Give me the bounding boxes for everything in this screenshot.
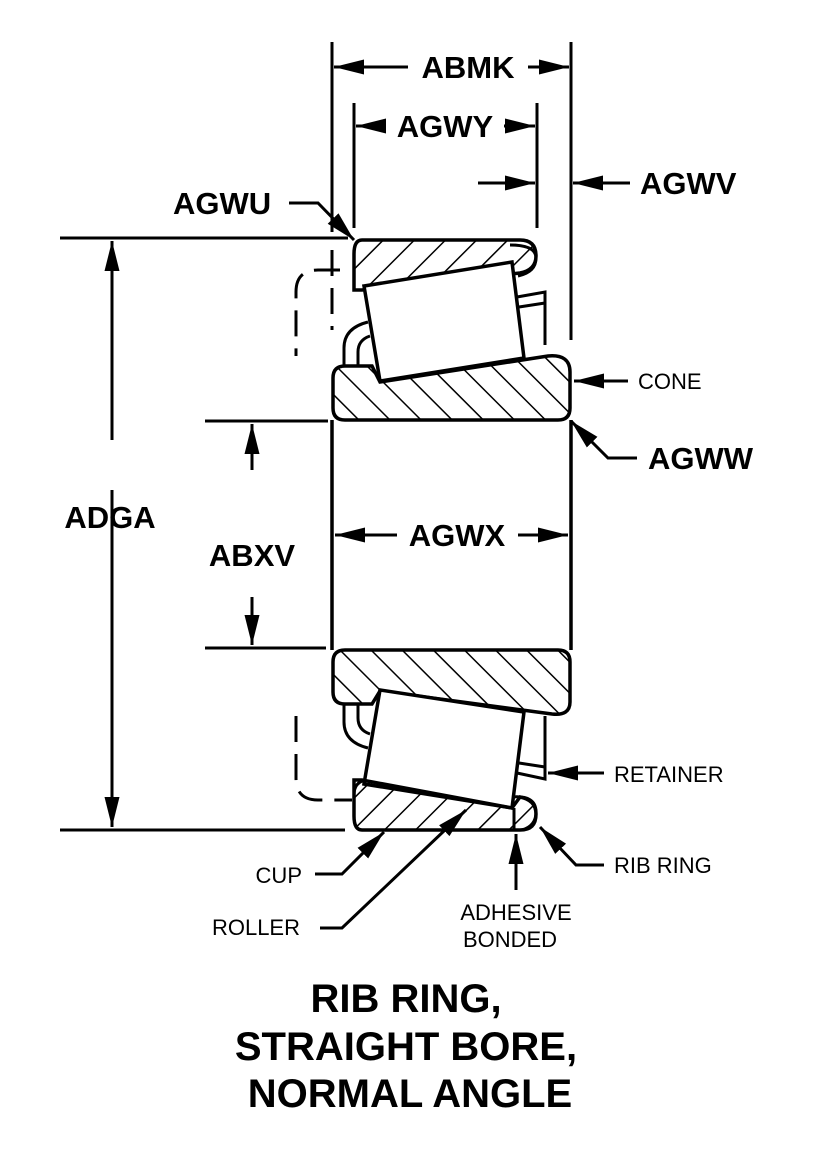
roller-label: ROLLER [212, 915, 300, 940]
dimension-agwx: AGWX [335, 518, 568, 553]
cup-leader-arrow [315, 830, 386, 876]
dimension-agwv: AGWV [478, 166, 737, 201]
rib-ring-label: RIB RING [614, 853, 712, 878]
title-line-1: RIB RING, [310, 977, 501, 1021]
leader-agwu: AGWU [173, 186, 271, 221]
callout-adhesive-bonded: ADHESIVE BONDED [460, 834, 572, 952]
bottom-phantom-housing [294, 716, 352, 802]
extension-lines-top [330, 42, 573, 340]
rib-ring-leader-arrow [538, 825, 604, 867]
top-cone [331, 354, 572, 422]
agwu-leader-arrow [289, 201, 356, 242]
agwu-label: AGWU [173, 186, 271, 221]
adhesive-label-line1: ADHESIVE [460, 900, 571, 925]
callout-cone: CONE [574, 369, 702, 394]
callout-cup: CUP [256, 830, 386, 888]
top-retainer-slot [518, 301, 546, 309]
diagram-title: RIB RING, STRAIGHT BORE, NORMAL ANGLE [235, 977, 577, 1116]
top-retainer-left-inner [356, 334, 371, 366]
dimension-abmk: ABMK [334, 50, 569, 85]
top-retainer-right [516, 290, 547, 345]
callout-agww: AGWW [569, 419, 754, 476]
cone-label: CONE [638, 369, 702, 394]
top-rib-ring [509, 243, 538, 278]
callout-rib-ring: RIB RING [538, 825, 712, 878]
bottom-retainer-left-outer [342, 704, 369, 750]
callout-retainer: RETAINER [548, 762, 724, 787]
dimension-agwy: AGWY [356, 109, 535, 144]
roller-leader-arrow [320, 808, 468, 930]
adhesive-label-line2: BONDED [463, 927, 557, 952]
retainer-label: RETAINER [614, 762, 724, 787]
abmk-label: ABMK [422, 50, 516, 85]
agww-leader-arrow [569, 419, 637, 460]
bottom-cup-lip [352, 778, 367, 796]
bottom-retainer-slot [518, 761, 546, 769]
bottom-rib-ring [511, 795, 538, 832]
agwv-label: AGWV [640, 166, 737, 201]
agwy-label: AGWY [397, 109, 494, 144]
bottom-retainer-left-inner [356, 704, 371, 736]
agww-label: AGWW [648, 441, 754, 476]
bottom-retainer-right [516, 716, 547, 781]
title-line-3: NORMAL ANGLE [248, 1072, 572, 1116]
top-phantom-housing [294, 268, 340, 356]
callout-roller: ROLLER [212, 808, 468, 940]
dimension-abxv: ABXV [205, 419, 328, 650]
agwx-label: AGWX [409, 518, 506, 553]
title-line-2: STRAIGHT BORE, [235, 1025, 577, 1069]
cup-label: CUP [256, 863, 302, 888]
top-retainer-left-outer [342, 320, 369, 366]
dimension-adga: ADGA [60, 236, 348, 832]
adga-label: ADGA [64, 500, 155, 535]
abxv-label: ABXV [209, 538, 295, 573]
